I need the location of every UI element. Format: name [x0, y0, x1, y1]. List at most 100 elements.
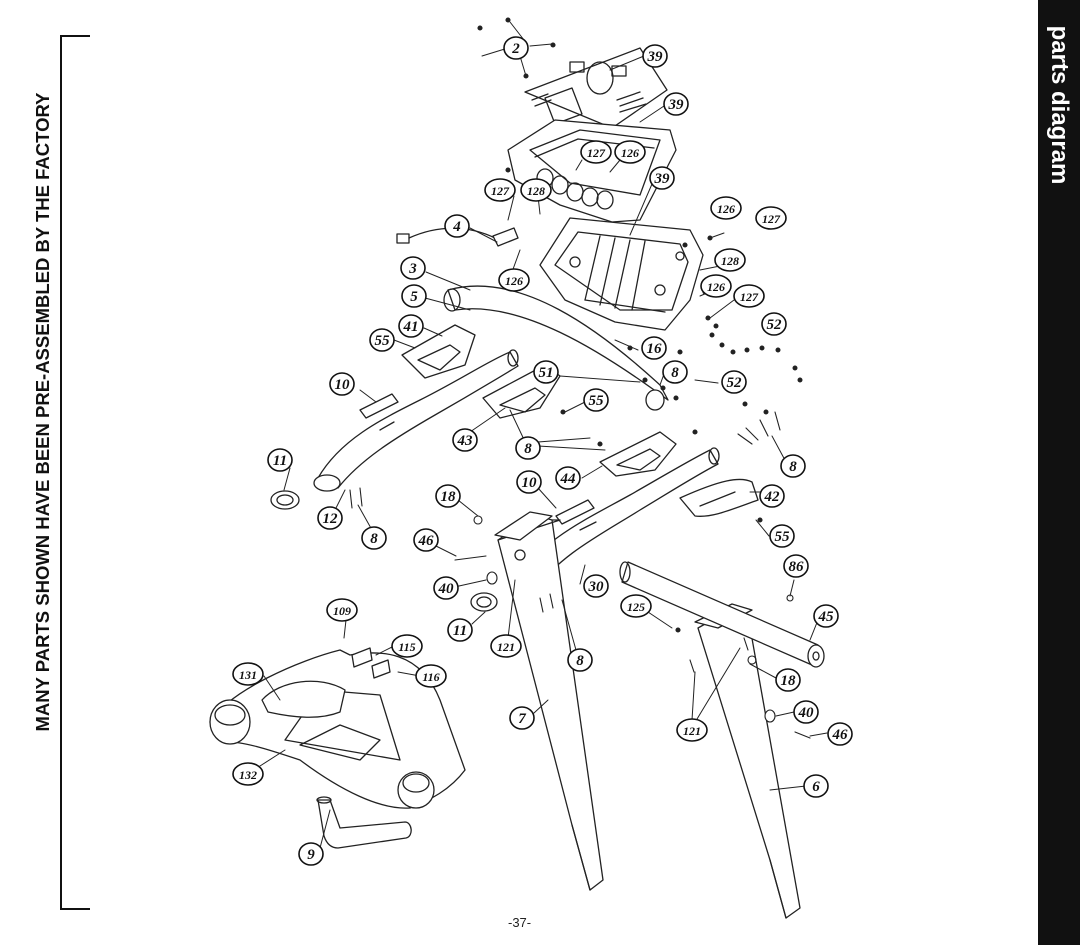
left-handlebar — [313, 349, 519, 492]
callout-number: 126 — [717, 202, 735, 216]
callout-18: 18 — [435, 484, 461, 508]
callout-number: 8 — [370, 531, 378, 547]
callout-51: 51 — [533, 360, 559, 384]
callout-circle — [583, 388, 609, 412]
section-tab: parts diagram — [1038, 0, 1080, 945]
callout-number: 55 — [375, 333, 391, 349]
callout-8: 8 — [662, 360, 688, 384]
callout-6: 6 — [803, 774, 829, 798]
callout-127: 127 — [755, 206, 787, 230]
callout-number: 46 — [418, 533, 435, 549]
callout-18: 18 — [775, 668, 801, 692]
callout-number: 127 — [740, 290, 759, 304]
callout-number: 41 — [403, 319, 419, 335]
callout-circle — [490, 634, 522, 658]
callout-number: 109 — [333, 604, 351, 618]
callout-circle — [761, 312, 787, 336]
base-frame — [209, 649, 466, 809]
callout-number: 43 — [457, 433, 474, 449]
end-caps — [270, 490, 498, 612]
callout-circle — [769, 524, 795, 548]
callout-circle — [775, 668, 801, 692]
callout-circle — [452, 428, 478, 452]
callout-circle — [827, 722, 853, 746]
callout-45: 45 — [813, 604, 839, 628]
callout-number: 55 — [589, 393, 605, 409]
callout-number: 51 — [539, 365, 554, 381]
callout-4: 4 — [444, 214, 470, 238]
callout-126: 126 — [700, 274, 732, 298]
callout-circle — [317, 506, 343, 530]
callout-circle — [447, 618, 473, 642]
callout-circle — [783, 554, 809, 578]
callout-number: 11 — [273, 453, 287, 469]
callout-circle — [484, 178, 516, 202]
callout-127: 127 — [733, 284, 765, 308]
callout-number: 52 — [767, 317, 783, 333]
callout-circle — [503, 36, 529, 60]
callout-circle — [710, 196, 742, 220]
callout-circle — [369, 328, 395, 352]
callout-circle — [398, 314, 424, 338]
callout-11: 11 — [447, 618, 473, 642]
callout-128: 128 — [714, 248, 746, 272]
callout-39: 39 — [663, 92, 689, 116]
section-tab-title: parts diagram — [1046, 25, 1073, 185]
callout-number: 11 — [453, 623, 467, 639]
callout-number: 39 — [647, 49, 664, 65]
callout-7: 7 — [509, 706, 535, 730]
callout-number: 39 — [654, 171, 671, 187]
callout-46: 46 — [827, 722, 853, 746]
callout-number: 44 — [560, 471, 577, 487]
callout-number: 126 — [707, 280, 725, 294]
callout-circle — [555, 466, 581, 490]
callout-127: 127 — [484, 178, 516, 202]
callout-10: 10 — [516, 470, 542, 494]
callout-39: 39 — [649, 166, 675, 190]
callout-circle — [642, 44, 668, 68]
leader-lines — [259, 21, 828, 849]
callout-circle — [232, 762, 264, 786]
callout-number: 52 — [727, 375, 743, 391]
callout-number: 18 — [441, 489, 457, 505]
callout-127: 127 — [580, 140, 612, 164]
callout-circle — [329, 372, 355, 396]
callout-circle — [662, 360, 688, 384]
callout-number: 128 — [527, 184, 545, 198]
callout-30: 30 — [583, 574, 609, 598]
callout-number: 126 — [621, 146, 639, 160]
callout-number: 8 — [671, 365, 679, 381]
callout-number: 121 — [683, 724, 701, 738]
stabilizer-tube — [316, 796, 412, 849]
callout-circle — [515, 436, 541, 460]
callout-circle — [516, 470, 542, 494]
callout-55: 55 — [769, 524, 795, 548]
callout-number: 127 — [491, 184, 510, 198]
callout-9: 9 — [298, 842, 324, 866]
callout-number: 46 — [832, 727, 849, 743]
callout-circle — [614, 140, 646, 164]
callout-number: 127 — [762, 212, 781, 226]
callout-number: 131 — [239, 668, 257, 682]
callout-128: 128 — [520, 178, 552, 202]
console-rear-cover — [539, 217, 704, 331]
crossbar — [619, 561, 825, 668]
callout-circle — [498, 268, 530, 292]
callout-number: 12 — [323, 511, 339, 527]
callout-109: 109 — [326, 598, 358, 622]
callout-number: 16 — [647, 341, 663, 357]
callout-10: 10 — [329, 372, 355, 396]
console-housing — [507, 119, 677, 223]
callout-circle — [813, 604, 839, 628]
callout-number: 5 — [410, 289, 418, 305]
callout-circle — [714, 248, 746, 272]
callout-number: 7 — [518, 711, 526, 727]
callout-circle — [649, 166, 675, 190]
callout-52: 52 — [761, 312, 787, 336]
callout-circle — [755, 206, 787, 230]
callout-circle — [401, 284, 427, 308]
callout-number: 8 — [524, 441, 532, 457]
callout-16: 16 — [641, 336, 667, 360]
callout-number: 9 — [307, 847, 315, 863]
